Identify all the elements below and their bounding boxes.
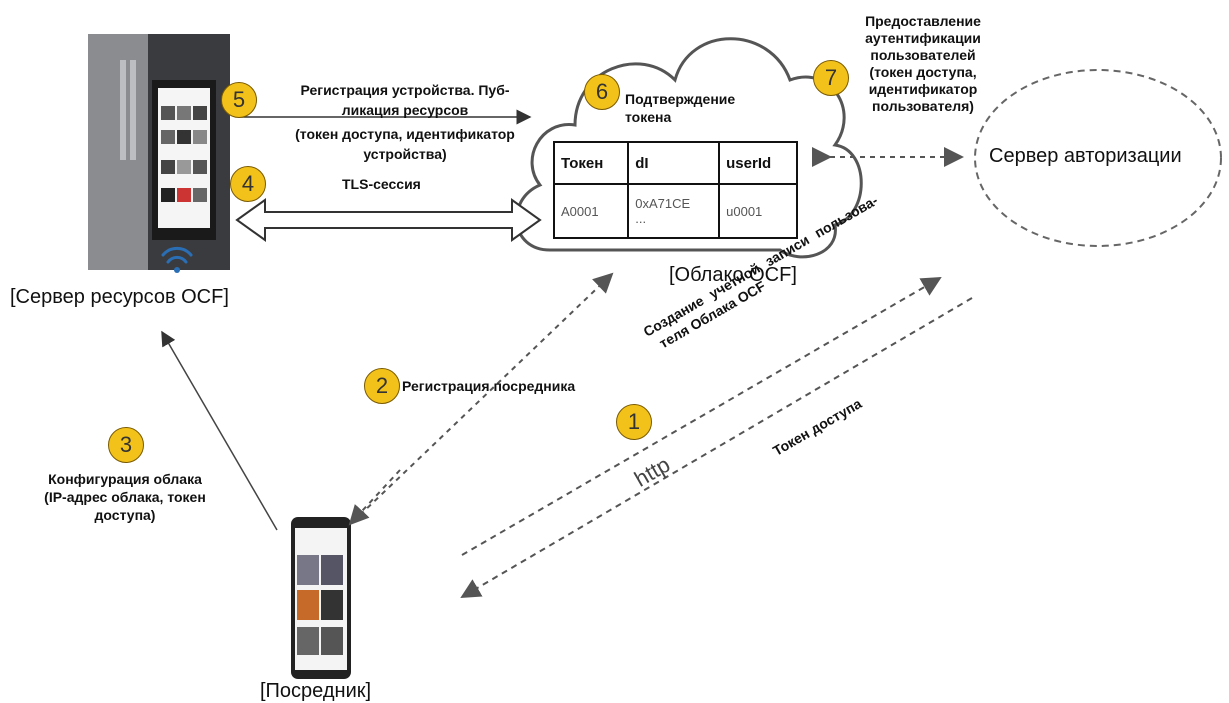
token-col-token: Токен: [552, 141, 630, 185]
step3-text: Конфигурация облака (IP-адрес облака, то…: [30, 470, 220, 524]
token-table-row: A0001 0xA71CE ... u0001: [552, 183, 798, 239]
step7-line1: Предоставление: [865, 13, 981, 29]
step-badge-4: 4: [230, 166, 266, 202]
step7-text: Предоставление аутентификации пользовате…: [848, 13, 998, 115]
step-badge-1: 1: [616, 404, 652, 440]
step-badge-3: 3: [108, 427, 144, 463]
fridge-image: [88, 34, 230, 270]
label-cloud: [Облако OCF]: [669, 264, 797, 286]
phone-image: [291, 517, 351, 679]
step7-line4: (токен доступа,: [869, 64, 977, 80]
arrow-step2-up: [359, 272, 614, 516]
token-cell-di-value: 0xA71CE: [635, 196, 691, 211]
step2-text: Регистрация посредника: [402, 378, 576, 394]
step6-line1: Подтверждение: [625, 91, 736, 107]
step-badge-7: 7: [813, 60, 849, 96]
step-badge-5: 5: [221, 82, 257, 118]
token-table: Токен dI userId A0001 0xA71CE ... u0001: [552, 141, 798, 239]
step3-line2: (IP-адрес облака, токен: [44, 489, 206, 505]
auth-server-ellipse: [974, 69, 1222, 247]
step7-line3: пользователей: [870, 47, 976, 63]
token-table-header: Токен dI userId: [552, 141, 798, 185]
token-cell-di-cont: ...: [635, 211, 647, 226]
step7-line2: аутентификации: [865, 30, 981, 46]
step-badge-2: 2: [364, 368, 400, 404]
step6-line2: токена: [625, 109, 672, 125]
wifi-icon: [161, 246, 193, 273]
step6-text: Подтверждение токена: [625, 90, 735, 126]
step4-text: TLS-сессия: [342, 176, 421, 192]
label-auth-server: Сервер авторизации: [989, 145, 1182, 167]
step7-line6: пользователя): [872, 98, 974, 114]
step5-line2: ликация ресурсов: [341, 102, 469, 118]
step5-line4: устройства): [363, 146, 447, 162]
token-col-userid: userId: [718, 141, 798, 185]
arrow-step1-up: [461, 276, 942, 556]
label-mediator: [Посредник]: [260, 680, 372, 702]
label-resource-server: [Сервер ресурсов OCF]: [10, 286, 229, 308]
step5-line3: (токен доступа, идентификатор: [295, 126, 515, 142]
arrow-step3: [161, 330, 278, 531]
step7-line5: идентификатор: [868, 81, 978, 97]
step3-line3: доступа): [94, 507, 156, 523]
token-cell-di: 0xA71CE ...: [627, 183, 721, 239]
token-cell-userid: u0001: [718, 183, 798, 239]
step5-line1: Регистрация устройства. Пуб-: [300, 82, 510, 98]
token-cell-token: A0001: [552, 183, 630, 239]
step-badge-6: 6: [584, 74, 620, 110]
token-col-di: dI: [627, 141, 721, 185]
arrow-access-token: [460, 297, 973, 599]
step5-text: Регистрация устройства. Пуб- ликация рес…: [270, 80, 540, 164]
arrow-tls-session: [235, 198, 542, 242]
step3-line1: Конфигурация облака: [48, 471, 202, 487]
arrow-step2-down: [348, 469, 401, 526]
